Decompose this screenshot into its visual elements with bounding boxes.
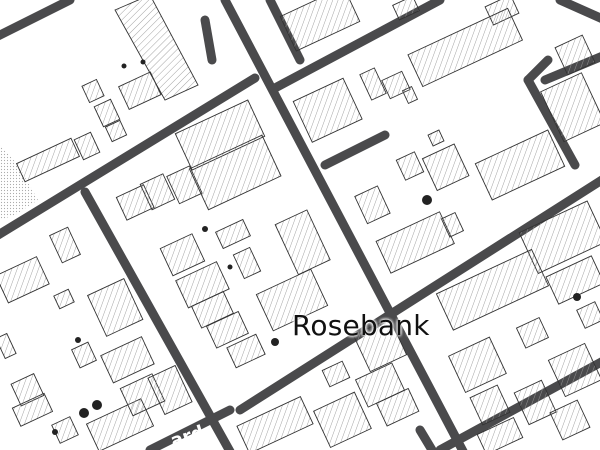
road-top-left bbox=[0, 0, 75, 41]
road-label-fragment: c bbox=[214, 0, 222, 10]
road-spur-c2 bbox=[523, 75, 580, 170]
road-upper-left bbox=[0, 73, 260, 240]
road-top-vertical bbox=[265, 0, 305, 65]
road-spur-f bbox=[415, 425, 437, 450]
road-spur-b bbox=[320, 130, 390, 170]
road-middle bbox=[235, 175, 600, 415]
road-top-right bbox=[270, 0, 445, 93]
road-spur-c bbox=[523, 55, 553, 85]
road-lower bbox=[145, 405, 235, 450]
point-markers bbox=[52, 59, 581, 435]
place-label-rosebank: Rosebank bbox=[292, 309, 430, 342]
road-spur-e bbox=[555, 0, 600, 23]
road-main-diagonal bbox=[220, 0, 468, 450]
road-spur-a bbox=[200, 15, 217, 65]
park-area bbox=[0, 145, 38, 220]
road-left-vertical bbox=[80, 187, 235, 450]
